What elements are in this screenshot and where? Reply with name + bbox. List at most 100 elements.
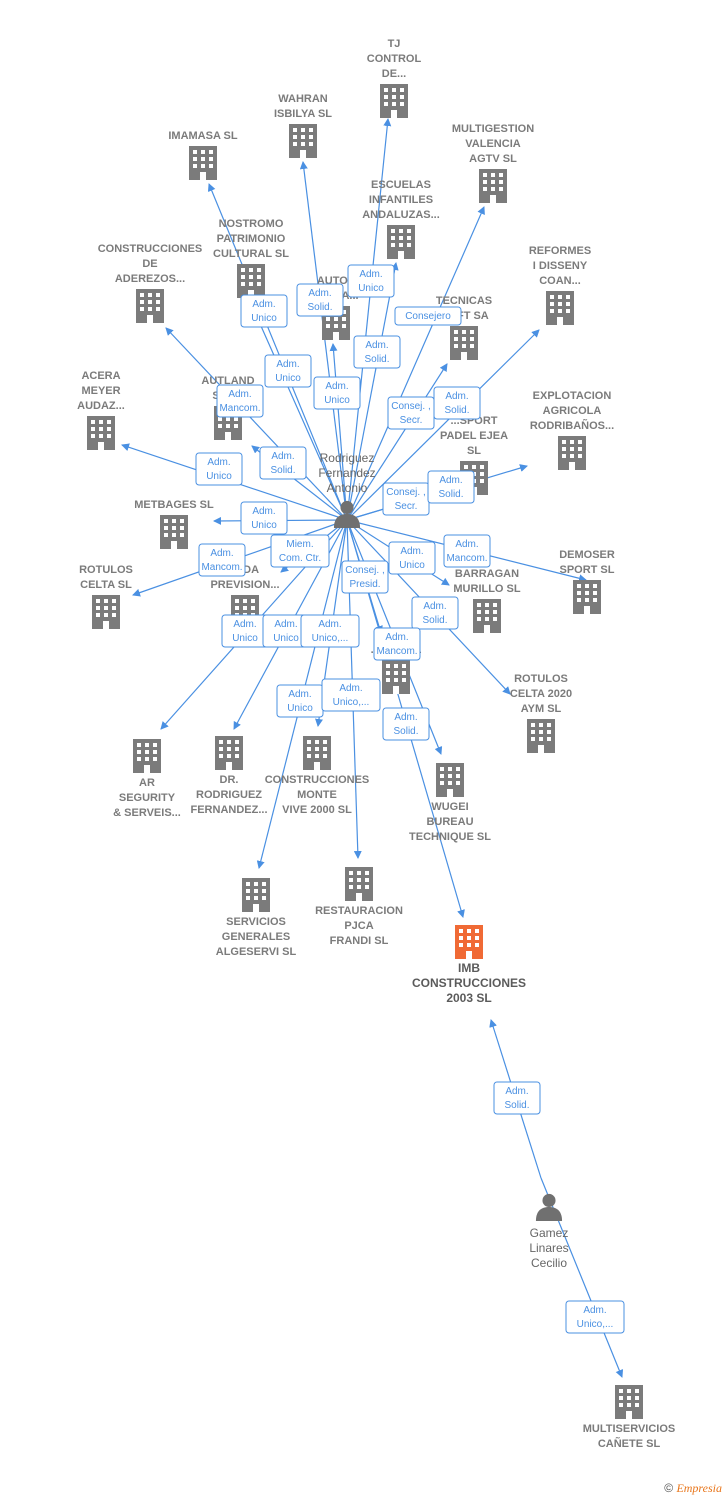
relation-label-text: Adm. bbox=[394, 712, 417, 723]
relation-label-text: Adm. bbox=[228, 389, 251, 400]
company-node-c7[interactable]: CONSTRUCCIONESDEADEREZOS... bbox=[98, 243, 203, 323]
relation-label-box bbox=[264, 354, 312, 388]
relation-label-9[interactable]: Adm. Solid. bbox=[433, 386, 481, 420]
relation-label-16[interactable]: Adm.Mancom. bbox=[198, 543, 246, 577]
relation-label-23[interactable]: Adm.Unico bbox=[262, 614, 310, 648]
relation-label-text: Unico bbox=[206, 471, 232, 482]
relation-label-text: Unico,... bbox=[312, 633, 349, 644]
relation-label-2[interactable]: Adm.Solid. bbox=[296, 283, 344, 317]
relation-label-18[interactable]: Adm.Unico bbox=[388, 541, 436, 575]
relation-edge-10 bbox=[346, 363, 448, 521]
building-icon bbox=[303, 736, 331, 770]
relation-label-15[interactable]: Adm.Unico bbox=[240, 501, 288, 535]
relation-label-text: Unico,... bbox=[577, 1319, 614, 1330]
relation-label-17[interactable]: Miem.Com. Ctr. bbox=[270, 534, 330, 568]
company-label-line: CONSTRUCCIONES bbox=[98, 243, 203, 255]
relation-label-text: Unico bbox=[232, 633, 258, 644]
building-icon bbox=[473, 599, 501, 633]
relation-label-7[interactable]: Adm.Mancom. bbox=[216, 384, 264, 418]
relation-label-5[interactable]: Adm.Solid. bbox=[353, 335, 401, 369]
company-node-c10[interactable]: TECNICAS...OFT SA bbox=[436, 295, 492, 360]
relation-label-29[interactable]: Adm. Solid. bbox=[493, 1081, 541, 1115]
company-label-line: TJ bbox=[388, 38, 401, 50]
relation-label-text: Adm. bbox=[445, 391, 468, 402]
relation-label-26[interactable]: Adm.Unico bbox=[276, 684, 324, 718]
company-node-c23[interactable]: DR.RODRIGUEZFERNANDEZ... bbox=[191, 736, 268, 816]
relation-label-text: Adm. bbox=[325, 381, 348, 392]
relation-label-text: Solid. bbox=[364, 354, 389, 365]
company-label-line: CONSTRUCCIONES bbox=[412, 976, 526, 990]
relation-edge-5 bbox=[346, 262, 399, 521]
company-label-line: DR. bbox=[220, 774, 239, 786]
relation-label-box bbox=[195, 452, 243, 486]
relation-label-12[interactable]: Adm.Solid. bbox=[259, 446, 307, 480]
relation-label-text: Adm. bbox=[385, 632, 408, 643]
company-label-line: GENERALES bbox=[222, 931, 290, 943]
relation-label-13[interactable]: Consej. ,Secr. bbox=[382, 482, 430, 516]
company-node-c15[interactable]: METBAGES SL bbox=[134, 499, 214, 549]
relation-label-4[interactable]: Consejero bbox=[394, 306, 462, 326]
company-node-c3[interactable]: IMAMASA SL bbox=[168, 130, 238, 180]
company-node-c5[interactable]: ESCUELASINFANTILESANDALUZAS... bbox=[362, 179, 440, 259]
relation-label-11[interactable]: Adm.Unico bbox=[195, 452, 243, 486]
relation-label-box bbox=[565, 1300, 625, 1334]
relation-label-box bbox=[300, 614, 360, 648]
relation-label-14[interactable]: Adm.Solid. bbox=[427, 470, 475, 504]
relation-label-22[interactable]: Adm.Unico bbox=[221, 614, 269, 648]
company-node-c14[interactable]: EXPLOTACIONAGRICOLARODRIBAÑOS... bbox=[530, 390, 614, 470]
brand-logo-text: Empresia bbox=[676, 1481, 722, 1495]
company-label-line: CONSTRUCCIONES bbox=[265, 774, 370, 786]
company-label-line: IMAMASA SL bbox=[168, 130, 238, 142]
relation-label-text: Adm. bbox=[583, 1305, 606, 1316]
company-node-c11[interactable]: ACERAMEYERAUDAZ... bbox=[77, 370, 125, 450]
company-node-c1[interactable]: TJCONTROLDE... bbox=[367, 38, 422, 118]
relation-label-text: Unico bbox=[251, 313, 277, 324]
relation-label-text: Com. Ctr. bbox=[279, 553, 321, 564]
relation-label-3[interactable]: Adm.Unico bbox=[240, 294, 288, 328]
relation-label-25[interactable]: Adm.Mancom. bbox=[373, 627, 421, 661]
relation-label-20[interactable]: Consej. ,Presid. bbox=[341, 560, 389, 594]
relation-label-21[interactable]: Adm.Solid. bbox=[411, 596, 459, 630]
relation-label-6[interactable]: Adm.Unico bbox=[264, 354, 312, 388]
company-label-line: AGRICOLA bbox=[543, 405, 602, 417]
relation-label-28[interactable]: Adm.Solid. bbox=[382, 707, 430, 741]
building-icon bbox=[558, 436, 586, 470]
relation-label-text: Unico bbox=[251, 520, 277, 531]
relation-label-text: Adm. bbox=[505, 1086, 528, 1097]
relation-label-8[interactable]: Adm.Unico bbox=[313, 376, 361, 410]
company-label-line: ACERA bbox=[81, 370, 120, 382]
relation-label-box bbox=[493, 1081, 541, 1115]
relation-label-1[interactable]: Adm.Unico bbox=[347, 264, 395, 298]
company-label-line: CULTURAL SL bbox=[213, 248, 289, 260]
relation-label-19[interactable]: Adm.Mancom. bbox=[443, 534, 491, 568]
relation-label-text: Solid. bbox=[504, 1100, 529, 1111]
relation-label-30[interactable]: Adm. Unico,... bbox=[565, 1300, 625, 1334]
company-label-line: BARRAGAN bbox=[455, 568, 519, 580]
relation-label-10[interactable]: Consej. ,Secr. bbox=[387, 396, 435, 430]
relation-edge-4 bbox=[346, 206, 485, 521]
relation-label-box bbox=[259, 446, 307, 480]
company-label-line: SL bbox=[467, 445, 481, 457]
building-icon bbox=[479, 169, 507, 203]
relation-label-27[interactable]: Adm.Unico,... bbox=[321, 678, 381, 712]
relation-edge-9 bbox=[346, 329, 540, 521]
relation-label-24[interactable]: Adm.Unico,... bbox=[300, 614, 360, 648]
relation-label-text: Solid. bbox=[444, 405, 469, 416]
